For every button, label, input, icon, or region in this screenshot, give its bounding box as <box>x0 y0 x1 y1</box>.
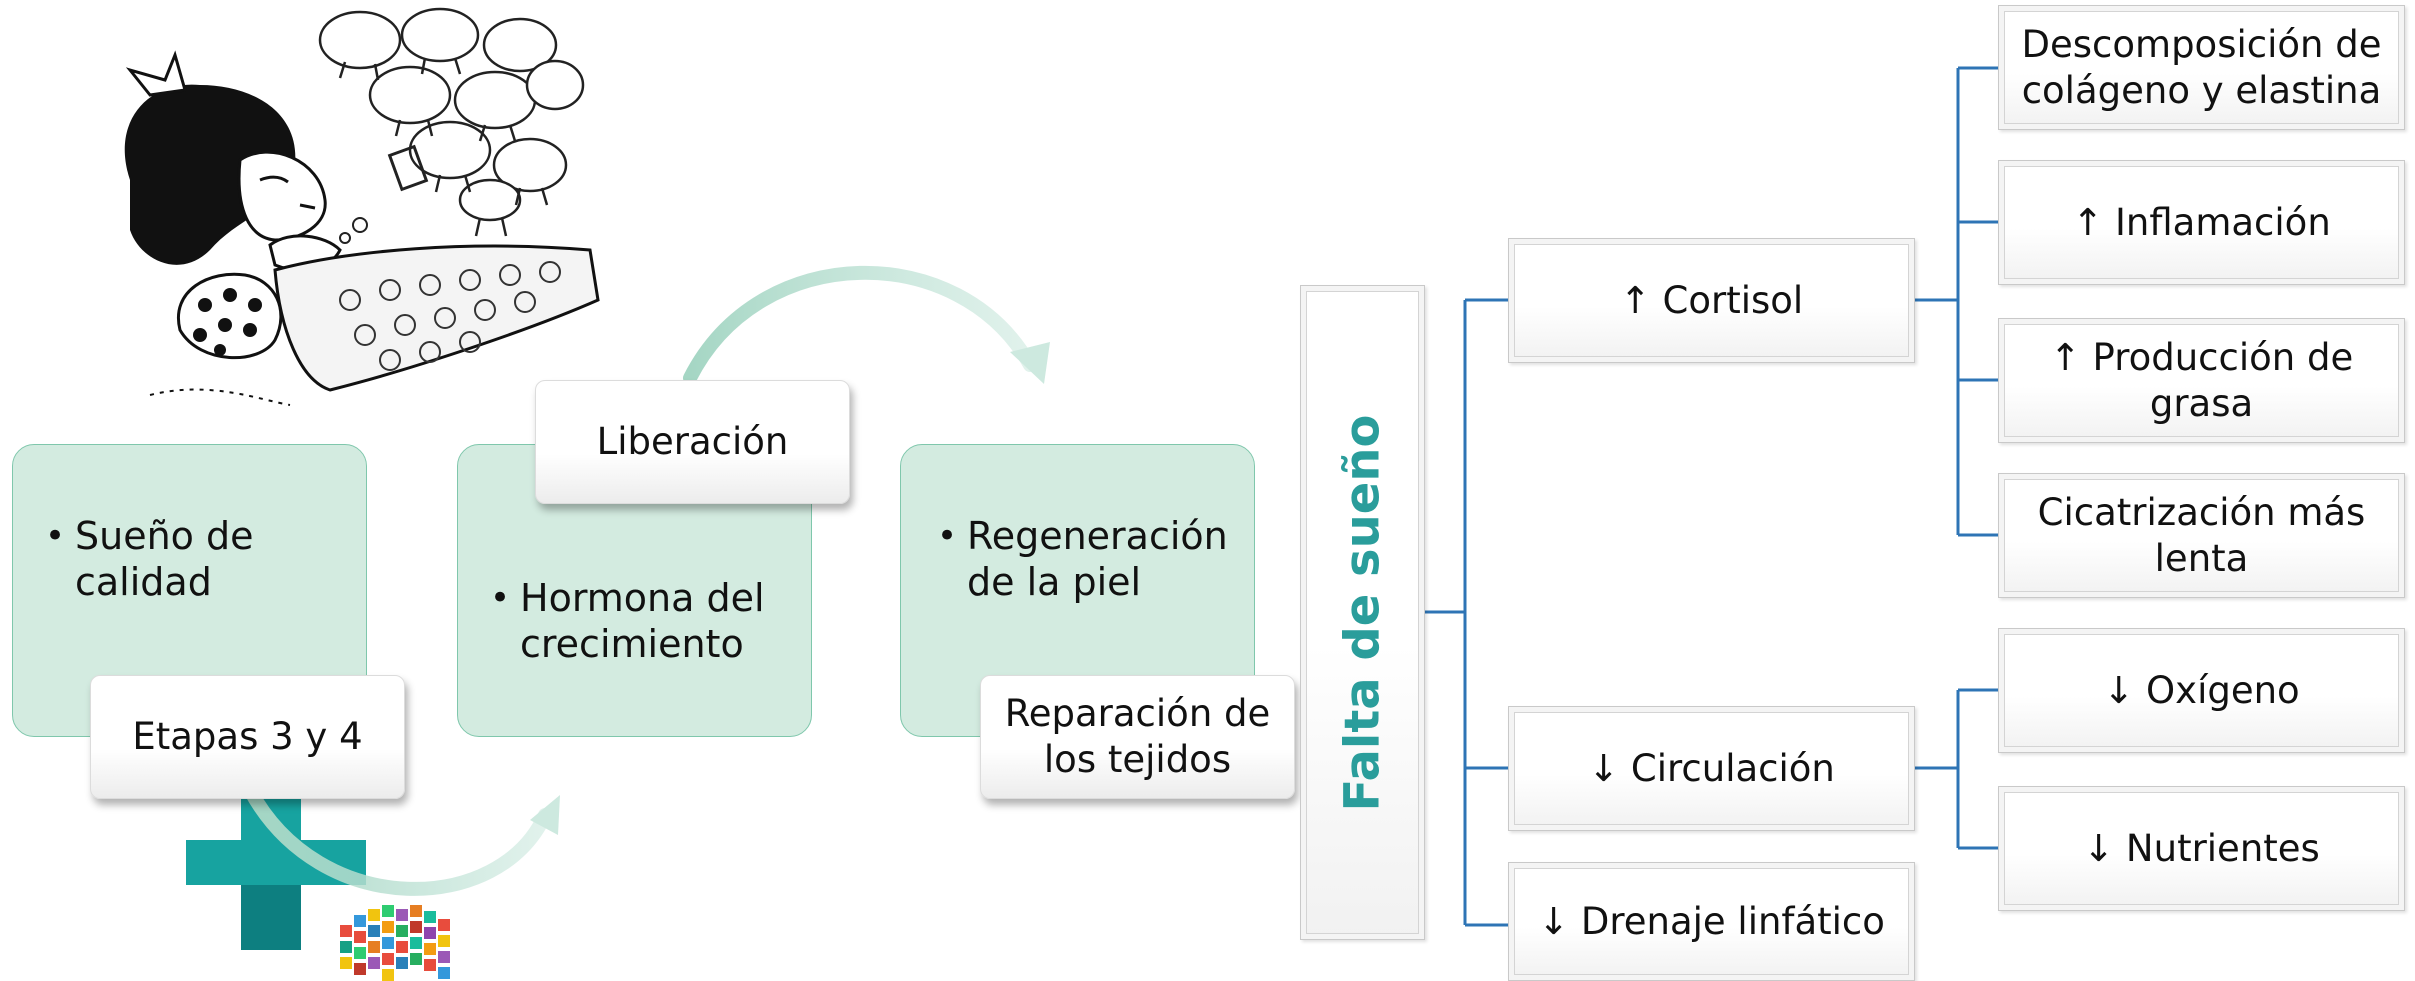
colorful-pixel-logo <box>340 905 450 981</box>
tree-root-label: Falta de sueño <box>1334 414 1391 811</box>
process-step-3-bullet: •Regeneración de la piel <box>937 514 1228 604</box>
process-step-2-tab: Liberación <box>535 380 850 504</box>
leaf-produccion-grasa: ↑ Producción de grasa <box>1998 318 2405 443</box>
tree-root-box: Falta de sueño <box>1300 285 1425 940</box>
leaf-oxigeno: ↓ Oxígeno <box>1998 628 2405 753</box>
branch-drenaje-linfatico: ↓ Drenaje linfático <box>1508 862 1915 981</box>
teal-cross-logo <box>186 790 366 950</box>
branch-circulacion: ↓ Circulación <box>1508 706 1915 831</box>
process-step-1-tab: Etapas 3 y 4 <box>90 675 405 799</box>
process-step-1-bullet: •Sueño de calidad <box>45 514 254 604</box>
leaf-nutrientes: ↓ Nutrientes <box>1998 786 2405 911</box>
leaf-cicatrizacion: Cicatrización más lenta <box>1998 473 2405 598</box>
process-step-2-bullet: •Hormona del crecimiento <box>490 576 765 666</box>
sleeping-girl-cartoon <box>124 7 600 406</box>
leaf-inflamacion: ↑ Inflamación <box>1998 160 2405 285</box>
process-step-3-tab: Reparación de los tejidos <box>980 675 1295 799</box>
leaf-colageno-elastina: Descomposición de colágeno y elastina <box>1998 5 2405 130</box>
curved-arrow-top <box>683 265 1050 385</box>
branch-cortisol: ↑ Cortisol <box>1508 238 1915 363</box>
